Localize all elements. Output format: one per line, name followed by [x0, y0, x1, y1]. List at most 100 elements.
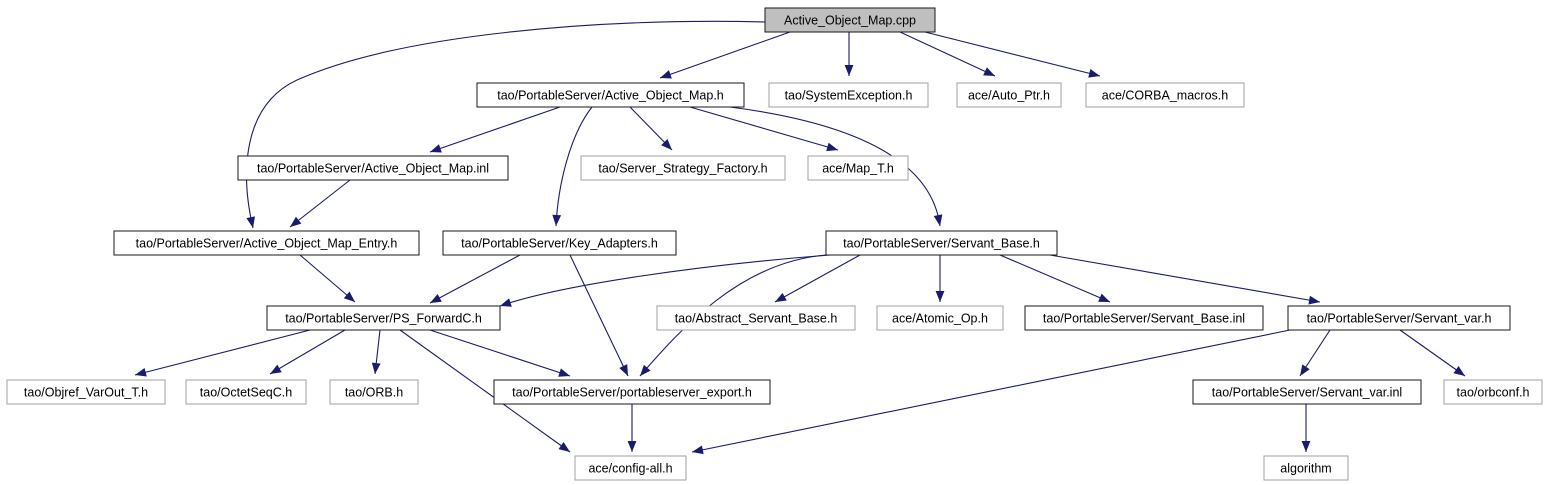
- node-box[interactable]: [574, 455, 687, 481]
- edge-aom_entry-to-ps_forwardc: [299, 254, 356, 303]
- edge-ps_forwardc-to-ps_export: [429, 329, 571, 377]
- edge-ps_forwardc-to-config_all: [399, 329, 571, 453]
- edge-servant_var_h-to-orbconf: [1399, 329, 1466, 377]
- edge-keyadapters-to-ps_forwardc: [429, 254, 521, 304]
- node-box[interactable]: [476, 82, 745, 108]
- node-label: tao/PortableServer/portableserver_export…: [512, 385, 752, 399]
- node-ssf[interactable]: tao/Server_Strategy_Factory.h: [580, 155, 786, 181]
- node-label: tao/orbconf.h: [1457, 385, 1530, 399]
- arrowhead: [1301, 441, 1311, 452]
- arrowhead: [660, 70, 672, 79]
- node-config_all[interactable]: ace/config-all.h: [574, 455, 687, 481]
- node-label: tao/PortableServer/Servant_Base.inl: [1043, 311, 1245, 325]
- node-label: tao/PortableServer/Servant_Base.h: [843, 236, 1040, 250]
- node-box[interactable]: [1443, 379, 1543, 405]
- node-label: tao/PortableServer/Key_Adapters.h: [461, 236, 658, 250]
- node-label: tao/Abstract_Servant_Base.h: [675, 311, 838, 325]
- arrowhead: [1088, 69, 1100, 78]
- node-atomic_op[interactable]: ace/Atomic_Op.h: [876, 305, 1004, 331]
- arrowhead: [692, 445, 704, 455]
- node-box[interactable]: [956, 82, 1062, 108]
- node-label: ace/CORBA_macros.h: [1102, 88, 1228, 102]
- node-keyadapters[interactable]: tao/PortableServer/Key_Adapters.h: [442, 230, 677, 256]
- node-box[interactable]: [1263, 455, 1349, 481]
- arrowhead: [135, 367, 147, 377]
- node-label: tao/PortableServer/Servant_var.inl: [1212, 385, 1402, 399]
- node-label: tao/PortableServer/Active_Object_Map_Ent…: [136, 236, 398, 250]
- edge-aom_h-to-aom_inl: [429, 106, 561, 153]
- node-box[interactable]: [185, 379, 307, 405]
- node-abstract_sb[interactable]: tao/Abstract_Servant_Base.h: [656, 305, 856, 331]
- node-label: tao/PortableServer/Servant_var.h: [1307, 311, 1492, 325]
- arrowhead: [661, 139, 672, 150]
- arrowhead: [1453, 366, 1465, 376]
- edge-root-to-autoptr: [899, 31, 996, 77]
- node-label: ace/Map_T.h: [822, 161, 894, 175]
- edge-servant_base_h-to-abstract_sb: [774, 254, 861, 303]
- arrowhead: [775, 292, 787, 302]
- node-box[interactable]: [807, 155, 909, 181]
- arrowhead: [430, 293, 442, 303]
- edge-servant_base_h-to-servant_base_inl: [999, 254, 1111, 303]
- arrowhead: [619, 364, 628, 376]
- node-corbamacros[interactable]: ace/CORBA_macros.h: [1085, 82, 1245, 108]
- arrowhead: [270, 364, 282, 374]
- node-box[interactable]: [442, 230, 677, 256]
- node-aom_inl[interactable]: tao/PortableServer/Active_Object_Map.inl: [237, 155, 509, 181]
- node-map_t[interactable]: ace/Map_T.h: [807, 155, 909, 181]
- edge-ps_export-to-config_all: [627, 404, 637, 452]
- node-box[interactable]: [1192, 379, 1422, 405]
- node-ps_export[interactable]: tao/PortableServer/portableserver_export…: [493, 379, 771, 405]
- node-aom_h[interactable]: tao/PortableServer/Active_Object_Map.h: [476, 82, 745, 108]
- arrowhead: [371, 362, 381, 374]
- edge-aom_h-to-servant_base_h: [729, 106, 943, 227]
- edge-servant_var_inl-to-algorithm: [1301, 404, 1311, 452]
- node-box[interactable]: [1024, 305, 1264, 331]
- node-algorithm[interactable]: algorithm: [1263, 455, 1349, 481]
- node-ps_forwardc[interactable]: tao/PortableServer/PS_ForwardC.h: [266, 305, 501, 331]
- node-label: tao/PortableServer/PS_ForwardC.h: [285, 311, 482, 325]
- node-box[interactable]: [6, 379, 166, 405]
- node-box[interactable]: [266, 305, 501, 331]
- node-aom_entry[interactable]: tao/PortableServer/Active_Object_Map_Ent…: [113, 230, 420, 256]
- node-layer: Active_Object_Map.cpp tao/PortableServer/…: [6, 7, 1543, 481]
- node-label: ace/Auto_Ptr.h: [968, 88, 1050, 102]
- node-box[interactable]: [876, 305, 1004, 331]
- node-box[interactable]: [580, 155, 786, 181]
- node-autoptr[interactable]: ace/Auto_Ptr.h: [956, 82, 1062, 108]
- edge-keyadapters-to-ps_export: [569, 254, 629, 377]
- arrowhead: [627, 441, 637, 452]
- node-box[interactable]: [1085, 82, 1245, 108]
- node-root[interactable]: Active_Object_Map.cpp: [764, 7, 936, 33]
- node-box[interactable]: [764, 7, 936, 33]
- node-box[interactable]: [1287, 305, 1511, 331]
- node-servant_base_inl[interactable]: tao/PortableServer/Servant_Base.inl: [1024, 305, 1264, 331]
- edge-ps_forwardc-to-octetseqc: [269, 329, 346, 375]
- node-servant_base_h[interactable]: tao/PortableServer/Servant_Base.h: [825, 230, 1058, 256]
- node-box[interactable]: [113, 230, 420, 256]
- node-servant_var_h[interactable]: tao/PortableServer/Servant_var.h: [1287, 305, 1511, 331]
- arrowhead: [933, 214, 943, 226]
- node-label: tao/PortableServer/Active_Object_Map.inl: [257, 161, 489, 175]
- node-octetseqc[interactable]: tao/OctetSeqC.h: [185, 379, 307, 405]
- edge-servant_base_h-to-ps_export: [639, 254, 827, 377]
- node-label: ace/config-all.h: [588, 461, 672, 475]
- node-box[interactable]: [768, 82, 929, 108]
- node-box[interactable]: [329, 379, 419, 405]
- node-label: Active_Object_Map.cpp: [784, 13, 916, 27]
- node-label: tao/ORB.h: [345, 385, 403, 399]
- node-sysexc[interactable]: tao/SystemException.h: [768, 82, 929, 108]
- node-orbconf[interactable]: tao/orbconf.h: [1443, 379, 1543, 405]
- node-box[interactable]: [493, 379, 771, 405]
- edge-root-to-aom_h: [659, 31, 791, 79]
- node-orb_h[interactable]: tao/ORB.h: [329, 379, 419, 405]
- node-servant_var_inl[interactable]: tao/PortableServer/Servant_var.inl: [1192, 379, 1422, 405]
- node-box[interactable]: [825, 230, 1058, 256]
- arrowhead: [1300, 364, 1310, 376]
- node-box[interactable]: [656, 305, 856, 331]
- arrowhead: [246, 216, 255, 228]
- node-box[interactable]: [237, 155, 509, 181]
- edge-ps_forwardc-to-objref_varout: [134, 329, 311, 377]
- node-objref_varout[interactable]: tao/Objref_VarOut_T.h: [6, 379, 166, 405]
